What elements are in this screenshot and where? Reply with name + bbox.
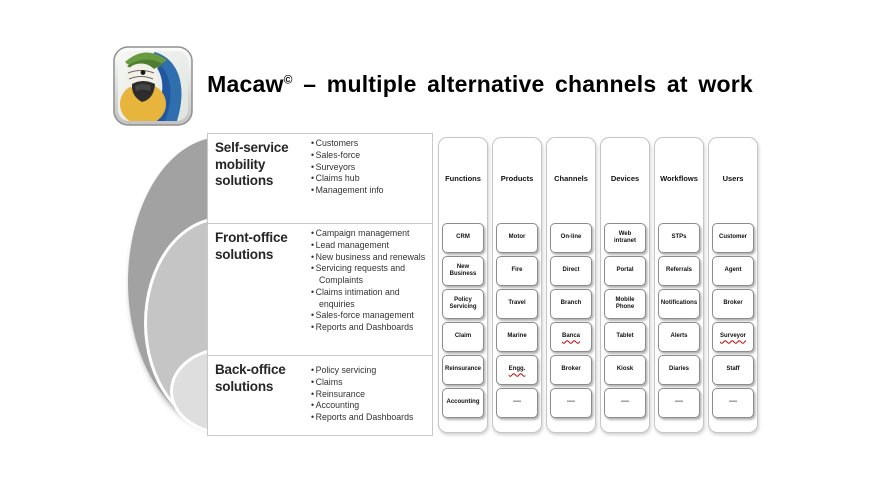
macaw-parrot-graphic xyxy=(113,46,193,126)
bullet-item: Campaign management xyxy=(311,228,430,240)
column-header: Workflows xyxy=(660,174,698,183)
column-header: Functions xyxy=(445,174,481,183)
section-heading: Back-office solutions xyxy=(215,362,286,394)
matrix-box: ---- xyxy=(712,388,754,418)
matrix-box: ---- xyxy=(604,388,646,418)
bullet-item: Customers xyxy=(311,138,430,150)
bullet-item: Claims hub xyxy=(311,173,430,185)
matrix-box: Kiosk xyxy=(604,355,646,385)
bullet-item: Sales-force management xyxy=(311,310,430,322)
bullet-item: Reinsurance xyxy=(311,389,430,401)
section-heading: Self-service mobility solutions xyxy=(215,140,289,189)
column-header: Channels xyxy=(554,174,588,183)
bullet-item: Reports and Dashboards xyxy=(311,412,430,424)
matrix-box: Tablet xyxy=(604,322,646,352)
matrix-box: ---- xyxy=(550,388,592,418)
column-header: Users xyxy=(722,174,744,183)
matrix-box: Surveyor xyxy=(712,322,754,352)
solutions-table: Self-service mobility solutions Customers… xyxy=(207,133,433,436)
matrix-box: Marine xyxy=(496,322,538,352)
matrix-box: Branch xyxy=(550,289,592,319)
misspelled-label: Engg. xyxy=(508,366,526,373)
section-bullet-list: CustomersSales-forceSurveyorsClaims hubM… xyxy=(311,134,432,223)
matrix-box: Claim xyxy=(442,322,484,352)
bullet-item: Lead management xyxy=(311,240,430,252)
matrix-box: Travel xyxy=(496,289,538,319)
bullet-item: New business and renewals xyxy=(311,252,430,264)
matrix-box: ---- xyxy=(496,388,538,418)
bullet-item: Claims intimation and enquiries xyxy=(311,287,430,311)
matrix-box: Direct xyxy=(550,256,592,286)
matrix-box: On-line xyxy=(550,223,592,253)
bullet-item: Surveyors xyxy=(311,162,430,174)
section-bullet-list: Policy servicingClaimsReinsuranceAccount… xyxy=(311,356,432,435)
column-header: Devices xyxy=(610,174,640,183)
bullet-item: Sales-force xyxy=(311,150,430,162)
page-title: Macaw© – multiple alternative channels a… xyxy=(200,64,760,104)
matrix-box: New Business xyxy=(442,256,484,286)
matrix-box: Accounting xyxy=(442,388,484,418)
title-rest: – multiple alternative channels at work xyxy=(292,71,753,97)
matrix-box: Motor xyxy=(496,223,538,253)
matrix-box: Mobile Phone xyxy=(604,289,646,319)
matrix-box: Web intranet xyxy=(604,223,646,253)
matrix-box: Referrals xyxy=(658,256,700,286)
matrix-box: Staff xyxy=(712,355,754,385)
matrix-box: Fire xyxy=(496,256,538,286)
matrix-box: Agent xyxy=(712,256,754,286)
bullet-item: Claims xyxy=(311,377,430,389)
title-product: Macaw xyxy=(207,71,284,97)
matrix-box: STPs xyxy=(658,223,700,253)
bullet-item: Policy servicing xyxy=(311,365,430,377)
misspelled-label: Banca xyxy=(561,333,580,340)
section-heading: Front-office solutions xyxy=(215,230,288,262)
matrix-box: Policy Servicing xyxy=(442,289,484,319)
column-header: Products xyxy=(500,174,534,183)
bullet-item: Servicing requests and Complaints xyxy=(311,263,430,287)
matrix-box: Broker xyxy=(712,289,754,319)
matrix-box: Alerts xyxy=(658,322,700,352)
bullet-item: Reports and Dashboards xyxy=(311,322,430,334)
matrix-box: ---- xyxy=(658,388,700,418)
solution-section-row: Self-service mobility solutions Customers… xyxy=(208,134,432,223)
bullet-item: Accounting xyxy=(311,400,430,412)
macaw-parrot-icon xyxy=(113,46,193,126)
misspelled-label: Surveyor xyxy=(719,333,746,340)
matrix-box: CRM xyxy=(442,223,484,253)
matrix-box: Diaries xyxy=(658,355,700,385)
solution-section-row: Front-office solutions Campaign managemen… xyxy=(208,223,432,355)
matrix-box: Banca xyxy=(550,322,592,352)
section-bullet-list: Campaign managementLead managementNew bu… xyxy=(311,224,432,355)
matrix-box: Reinsurance xyxy=(442,355,484,385)
solution-section-row: Back-office solutions Policy servicingCla… xyxy=(208,355,432,435)
bullet-item: Management info xyxy=(311,185,430,197)
matrix-box: Portal xyxy=(604,256,646,286)
title-copyright: © xyxy=(283,72,293,87)
matrix-box: Customer xyxy=(712,223,754,253)
matrix-box: Engg. xyxy=(496,355,538,385)
matrix-box: Broker xyxy=(550,355,592,385)
matrix-box: Notifications xyxy=(658,289,700,319)
